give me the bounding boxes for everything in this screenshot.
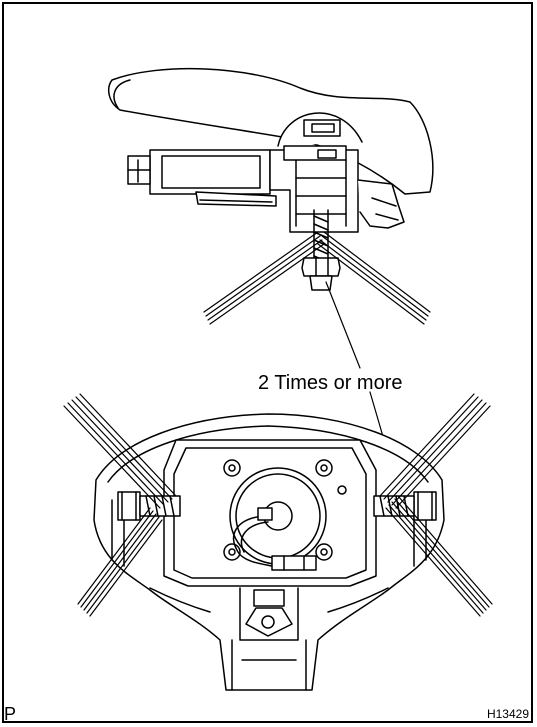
callout-leader-top [325,281,361,369]
bolt-left [117,491,181,521]
bolt-right [373,491,437,521]
wrench-bars-left [63,393,177,617]
figure-id: H13429 [486,707,529,721]
inflator-disc [229,467,327,565]
screws [223,459,333,561]
airbag-module-side-view [107,67,434,233]
airbag-module-front-view [93,413,445,691]
wrench-bars-top [203,231,431,325]
bolt-top [301,209,341,291]
wrench-bars-right [379,393,493,617]
callout-label: 2 Times or more [258,372,403,394]
corner-mark: P [4,704,17,724]
pad-cover [107,67,434,195]
